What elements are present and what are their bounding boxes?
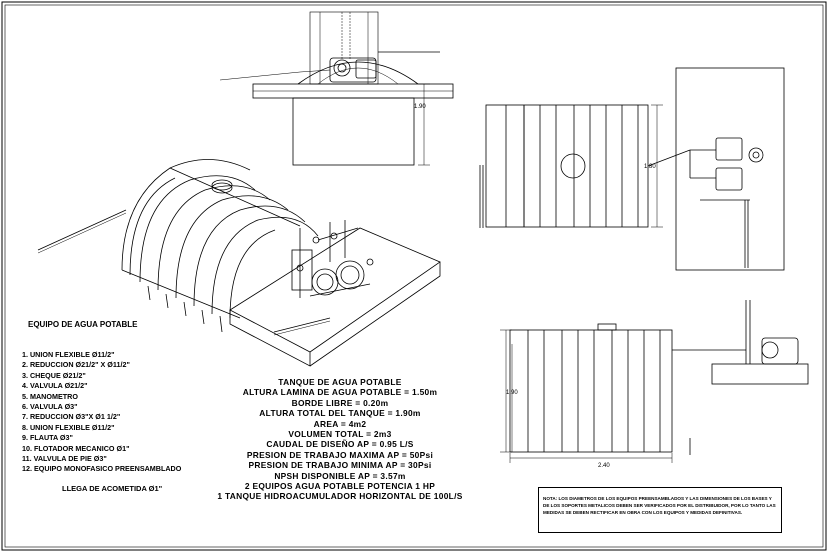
tank-specifications: TANQUE DE AGUA POTABLE ALTURA LAMINA DE … bbox=[200, 377, 480, 502]
legend-item: 12. EQUIPO MONOFASICO PREENSAMBLADO bbox=[22, 464, 182, 474]
legend-list: 1. UNION FLEXIBLE Ø11/2" 2. REDUCCION Ø2… bbox=[22, 350, 181, 475]
spec-line: PRESION DE TRABAJO MINIMA AP = 30Psi bbox=[248, 460, 432, 471]
legend-item: 3. CHEQUE Ø21/2" bbox=[22, 370, 86, 380]
legend-item: 2. REDUCCION Ø21/2" X Ø11/2" bbox=[22, 360, 130, 370]
tank-plan-view bbox=[479, 67, 785, 271]
legend-title: EQUIPO DE AGUA POTABLE bbox=[28, 320, 138, 329]
note-box: NOTA: LOS DIAMETROS DE LOS EQUIPOS PREEN… bbox=[538, 487, 782, 533]
tank-side-elevation bbox=[500, 300, 809, 463]
spec-line: VOLUMEN TOTAL = 2m3 bbox=[288, 429, 392, 440]
acometida-label: LLEGA DE ACOMETIDA Ø1" bbox=[62, 484, 163, 493]
tank-top-elevation bbox=[219, 11, 454, 166]
spec-line: CAUDAL DE DISEÑO AP = 0.95 L/S bbox=[266, 439, 414, 450]
spec-line: ALTURA TOTAL DEL TANQUE = 1.90m bbox=[259, 408, 421, 419]
dim-plan-width: 1.80 bbox=[644, 164, 656, 170]
dim-top-height: 1.90 bbox=[414, 104, 426, 110]
tank-isometric bbox=[37, 159, 441, 367]
spec-line: TANQUE DE AGUA POTABLE bbox=[278, 377, 402, 387]
spec-line: 2 EQUIPOS AGUA POTABLE POTENCIA 1 HP bbox=[244, 481, 436, 492]
spec-line: BORDE LIBRE = 0.20m bbox=[291, 397, 389, 408]
legend-item: 4. VALVULA Ø21/2" bbox=[22, 381, 88, 391]
dim-elevation-height: 1.90 bbox=[506, 390, 518, 396]
legend-item: 9. FLAUTA Ø3" bbox=[22, 433, 73, 443]
note-text: NOTA: LOS DIAMETROS DE LOS EQUIPOS PREEN… bbox=[543, 496, 776, 515]
legend-item: 5. MANOMETRO bbox=[22, 391, 78, 401]
legend-item: 11. VALVULA DE PIE Ø3" bbox=[22, 454, 107, 464]
spec-line: AREA = 4m2 bbox=[313, 418, 367, 429]
spec-line: ALTURA LAMINA DE AGUA POTABLE = 1.50m bbox=[242, 387, 438, 398]
legend-item: 8. UNION FLEXIBLE Ø11/2" bbox=[22, 422, 115, 432]
spec-line: 1 TANQUE HIDROACUMULADOR HORIZONTAL DE 1… bbox=[217, 491, 463, 502]
legend-item: 1. UNION FLEXIBLE Ø11/2" bbox=[22, 350, 115, 359]
spec-line: NPSH DISPONIBLE AP = 3.57m bbox=[274, 470, 406, 481]
spec-line: PRESION DE TRABAJO MAXIMA AP = 50Psi bbox=[246, 449, 434, 460]
dim-elevation-length: 2.40 bbox=[598, 463, 610, 469]
legend-item: 7. REDUCCION Ø3"X Ø1 1/2" bbox=[22, 412, 121, 422]
legend-item: 10. FLOTADOR MECANICO Ø1" bbox=[22, 443, 130, 453]
legend-item: 6. VALVULA Ø3" bbox=[22, 402, 78, 412]
